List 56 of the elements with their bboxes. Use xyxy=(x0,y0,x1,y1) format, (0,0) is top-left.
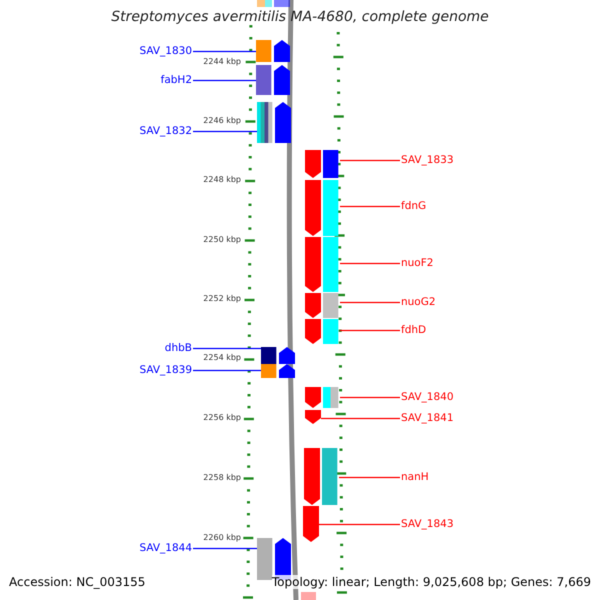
gene-label: fdnG xyxy=(401,200,426,213)
leader-line xyxy=(193,80,256,82)
scale-label: 2254 kbp xyxy=(203,353,241,363)
gene-feature xyxy=(304,448,339,505)
scale-label: 2258 kbp xyxy=(203,473,241,483)
gene-label: SAV_1830 xyxy=(139,45,192,58)
leader-line xyxy=(193,130,257,132)
scale-label: 2260 kbp xyxy=(203,533,241,543)
gene-feature xyxy=(256,65,291,95)
scale-label: 2244 kbp xyxy=(203,57,241,67)
leader-line xyxy=(340,302,400,304)
gene-feature xyxy=(305,410,321,424)
gene-label: SAV_1841 xyxy=(401,412,454,425)
gene-label: nanH xyxy=(401,471,429,484)
gene-feature xyxy=(303,506,319,542)
gene-label: fdhD xyxy=(401,324,426,337)
gene-feature xyxy=(256,40,291,62)
scale-label: 2248 kbp xyxy=(203,175,241,185)
accession-text: Accession: NC_003155 xyxy=(9,575,146,589)
leader-line xyxy=(340,206,400,208)
gene-label: nuoF2 xyxy=(401,257,434,270)
gene-label: SAV_1833 xyxy=(401,154,454,167)
gene-label: SAV_1840 xyxy=(401,391,454,404)
scale-label: 2256 kbp xyxy=(203,413,241,423)
gene-feature xyxy=(305,387,340,408)
gene-label: SAV_1832 xyxy=(139,125,192,138)
leader-line xyxy=(193,548,257,550)
genome-title: Streptomyces avermitilis MA-4680, complete genome xyxy=(110,9,490,25)
gene-label: fabH2 xyxy=(160,74,192,87)
leader-line xyxy=(340,262,400,264)
scale-label: 2252 kbp xyxy=(203,294,241,304)
gene-feature xyxy=(305,293,340,318)
gene-feature xyxy=(305,319,340,344)
leader-line xyxy=(340,396,400,398)
leader-line xyxy=(193,348,261,350)
leader-line xyxy=(193,50,256,52)
leader-line xyxy=(339,476,400,478)
gene-label: SAV_1843 xyxy=(401,518,454,531)
leader-line xyxy=(321,418,400,420)
gene-feature xyxy=(305,150,340,178)
gene-feature xyxy=(261,347,296,364)
gene-label: nuoG2 xyxy=(401,296,436,309)
gene-label: SAV_1844 xyxy=(139,542,192,555)
leader-line xyxy=(340,160,400,162)
leader-line xyxy=(319,524,400,526)
gene-feature xyxy=(257,102,292,143)
gene-label: dhbB xyxy=(164,342,192,355)
scale-label: 2250 kbp xyxy=(203,235,241,245)
gene-label: SAV_1839 xyxy=(139,364,192,377)
scale-label: 2246 kbp xyxy=(203,116,241,126)
gene-feature xyxy=(305,180,340,236)
leader-line xyxy=(340,330,400,332)
gene-feature xyxy=(305,237,340,292)
leader-line xyxy=(193,370,261,372)
genome-stats-text: Topology: linear; Length: 9,025,608 bp; Genes: 7,669 xyxy=(272,575,591,589)
gene-feature xyxy=(261,364,296,378)
